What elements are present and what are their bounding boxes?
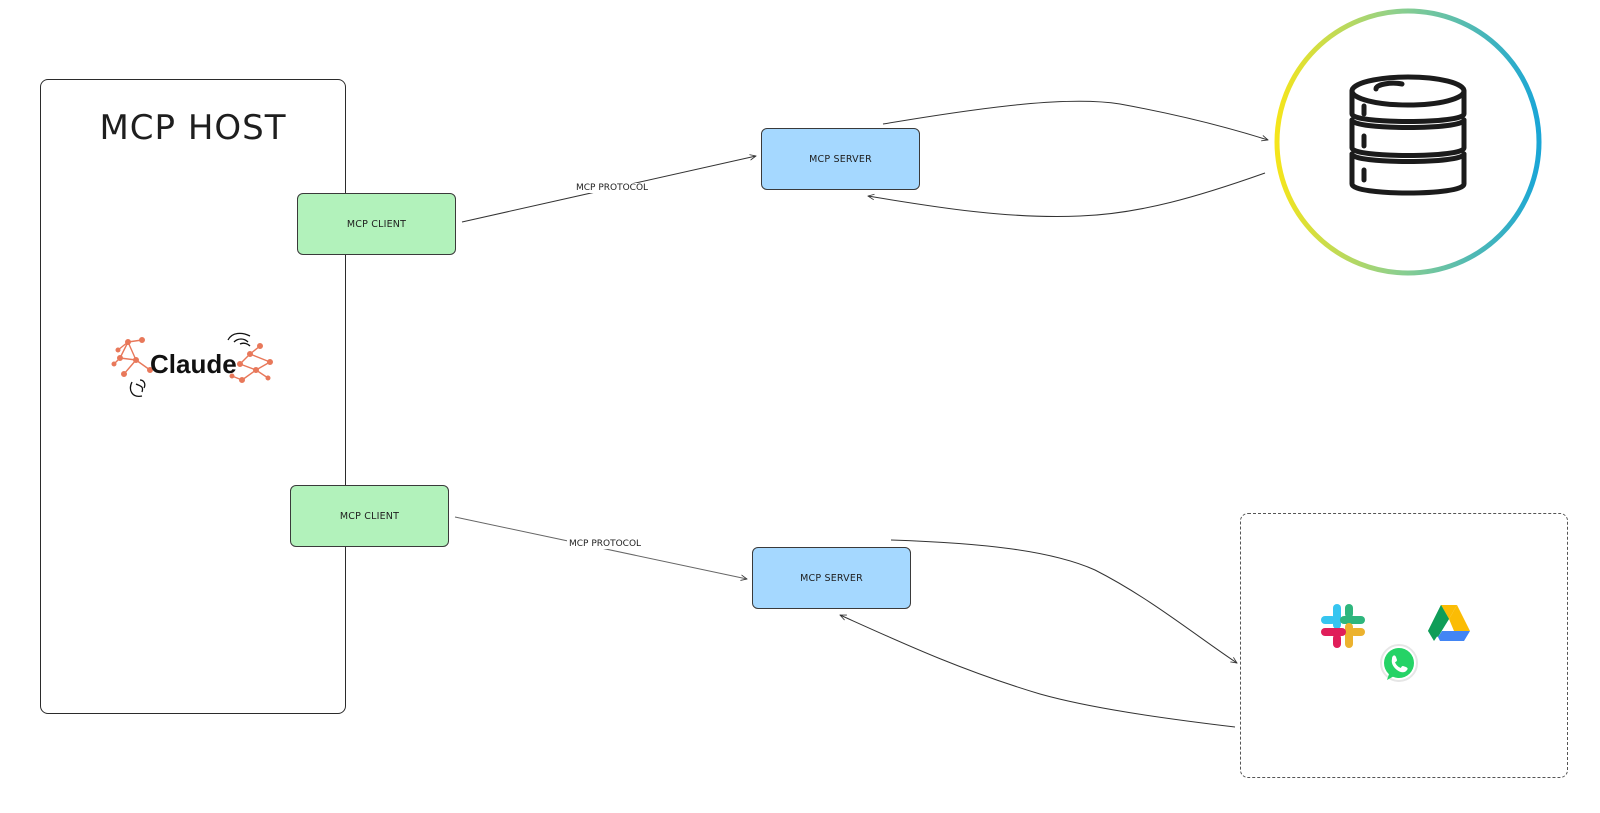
mcp-server-top[interactable]: MCP SERVER (761, 128, 920, 190)
claude-logo-text: Claude (150, 349, 237, 379)
protocol-label-top: MCP PROTOCOL (574, 183, 651, 193)
apps-to-server-arrow (840, 614, 1236, 728)
mcp-server-label: MCP SERVER (800, 572, 863, 584)
database-icon (1274, 8, 1542, 276)
claude-network-icon (111, 332, 273, 397)
mcp-client-label: MCP CLIENT (339, 510, 400, 522)
mcp-host-title: MCP HOST (99, 108, 287, 148)
apps-container (1240, 513, 1568, 778)
server-to-apps-arrow (890, 539, 1237, 663)
mcp-client-label: MCP CLIENT (346, 218, 407, 230)
google-drive-icon (1428, 605, 1470, 641)
mcp-server-label: MCP SERVER (809, 153, 872, 165)
database-to-server-arrow (868, 172, 1266, 217)
slack-icon (1321, 604, 1365, 648)
mcp-client-bottom[interactable]: MCP CLIENT (290, 485, 449, 547)
server-to-database-arrow (882, 100, 1268, 140)
protocol-label-bottom: MCP PROTOCOL (567, 539, 644, 549)
mcp-client-top[interactable]: MCP CLIENT (297, 193, 456, 255)
mcp-host-container (40, 79, 346, 714)
mcp-server-bottom[interactable]: MCP SERVER (752, 547, 911, 609)
whatsapp-icon (1380, 644, 1418, 682)
